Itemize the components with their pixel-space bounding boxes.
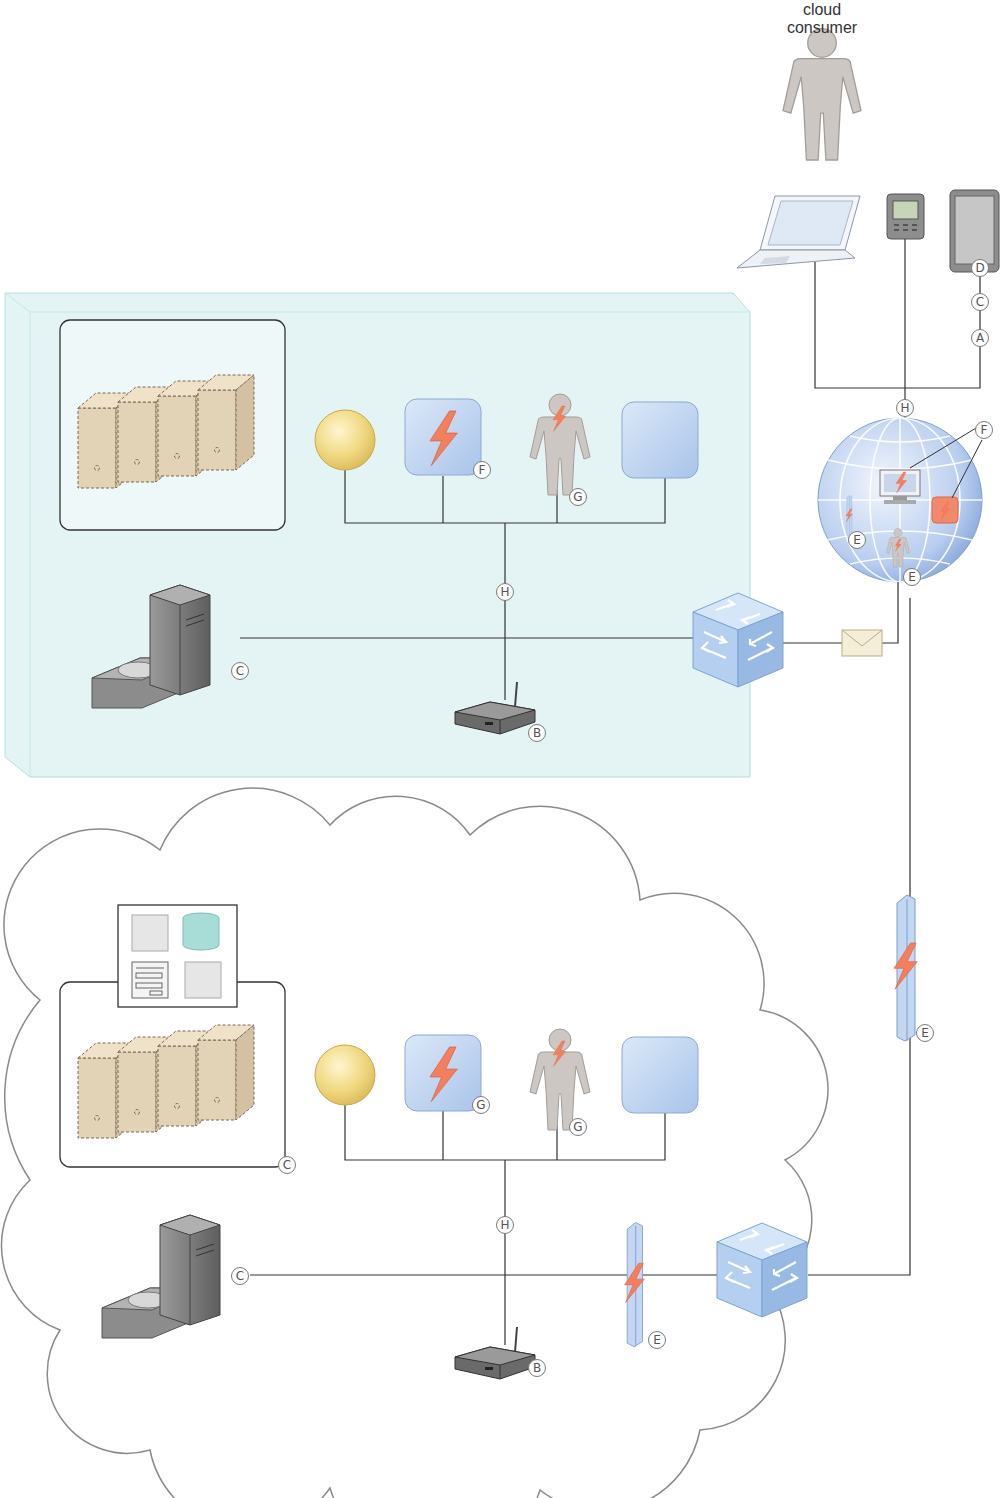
- callout-letter: H: [496, 1216, 514, 1234]
- role-label: cloud consumer: [772, 1, 872, 37]
- callout-letter: C: [231, 1267, 249, 1285]
- callout-letter: B: [528, 1359, 546, 1377]
- callout-letter: C: [231, 662, 249, 680]
- link-to-cloud: [808, 598, 917, 1275]
- org-resources: [60, 320, 898, 734]
- message-envelope: [842, 630, 882, 656]
- callout-letter: C: [278, 1156, 296, 1174]
- callout-letter: E: [903, 568, 921, 586]
- cloud-boundary: [2, 788, 828, 1498]
- callout-letter: E: [848, 531, 866, 549]
- organization-boundary: [5, 293, 750, 777]
- laptop: [737, 196, 860, 268]
- callout-letter: D: [971, 259, 989, 277]
- callout-letter: B: [528, 724, 546, 742]
- callout-letter: C: [971, 293, 989, 311]
- callout-letter: E: [648, 1331, 666, 1349]
- callout-letter: G: [569, 488, 587, 506]
- phone: [887, 194, 924, 239]
- cloud-resources: [60, 905, 807, 1379]
- callout-letter: G: [569, 1118, 587, 1136]
- callout-letter: A: [971, 329, 989, 347]
- callout-letter: H: [496, 583, 514, 601]
- callout-letter: E: [916, 1024, 934, 1042]
- callout-letter: F: [975, 421, 993, 439]
- callout-letter: G: [472, 1096, 490, 1114]
- internet-globe: [818, 418, 982, 582]
- callout-letter: F: [473, 461, 491, 479]
- callout-leaders: [910, 428, 982, 498]
- callout-letter: H: [896, 399, 914, 417]
- consumer-wires: [815, 239, 980, 420]
- consumer-figure: [783, 29, 861, 160]
